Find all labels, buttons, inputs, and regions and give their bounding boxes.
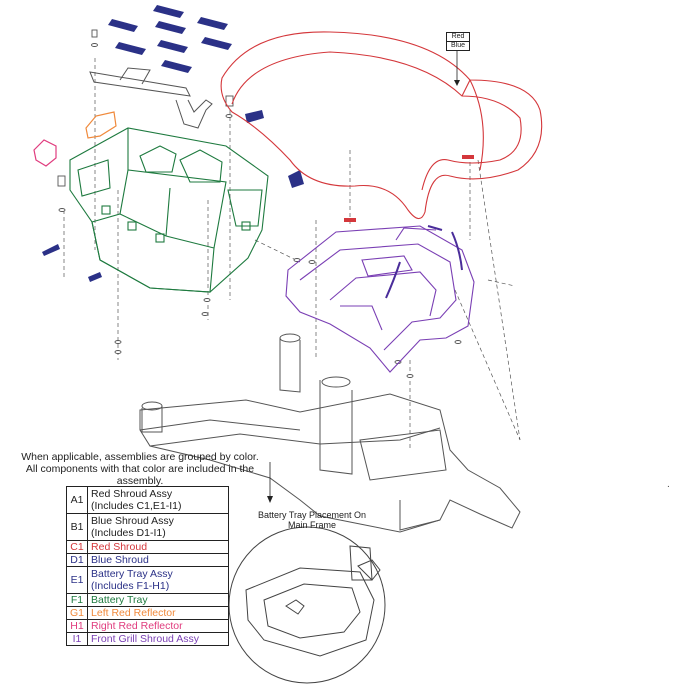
legend-code: B1 (65, 513, 89, 541)
callout-red-label: Red (447, 33, 469, 42)
legend-description-line: Front Grill Shroud Assy (91, 633, 199, 645)
fasteners (57, 29, 462, 378)
battery-tray (69, 127, 269, 293)
legend-description-line: Red Shroud Assy (91, 488, 173, 500)
legend-description-line: Blue Shroud Assy (91, 515, 174, 527)
legend-description: Red Shroud (87, 540, 230, 554)
legend-code: H1 (65, 619, 89, 633)
blue-pads (42, 5, 304, 282)
red-clips (344, 155, 474, 222)
callout-blue-label: Blue (450, 42, 465, 49)
legend-description-line: Right Red Reflector (91, 620, 183, 632)
legend-description-line: Battery Tray (91, 594, 148, 606)
legend-code: D1 (65, 553, 89, 567)
legend-description: Blue Shroud (87, 553, 230, 567)
assembly-guide-lines (63, 58, 521, 450)
legend-description: Front Grill Shroud Assy (87, 632, 230, 646)
legend-description: Red Shroud Assy(Includes C1,E1-I1) (87, 486, 230, 514)
inset-detail (228, 526, 386, 684)
legend-code: F1 (65, 593, 89, 607)
assembly-color-note: When applicable, assemblies are grouped … (21, 451, 259, 487)
inset-title: Battery Tray Placement On Main Frame (257, 510, 367, 530)
legend-code: I1 (65, 632, 89, 646)
legend-description: Right Red Reflector (87, 619, 230, 633)
legend-code: E1 (65, 566, 89, 594)
legend-description: Battery Tray Assy(Includes F1-H1) (87, 566, 230, 594)
legend-description-line: (Includes C1,E1-I1) (91, 500, 182, 512)
legend-description: Battery Tray (87, 593, 230, 607)
left-red-reflector (85, 111, 117, 139)
legend-code: G1 (65, 606, 89, 620)
legend-code: C1 (65, 540, 89, 554)
legend-description: Left Red Reflector (87, 606, 230, 620)
front-grill-shroud (285, 225, 475, 373)
red-shroud (220, 31, 543, 220)
mounting-bracket (89, 67, 213, 129)
purple-strips (385, 225, 463, 299)
stray-mark: . (667, 479, 670, 490)
color-callout: Red Blue (446, 32, 470, 51)
legend-description-line: (Includes F1-H1) (91, 580, 170, 592)
right-red-reflector (33, 139, 57, 167)
legend-description-line: Red Shroud (91, 541, 148, 553)
legend-description-line: Battery Tray Assy (91, 568, 173, 580)
main-frame (139, 333, 521, 533)
legend-description: Blue Shroud Assy(Includes D1-I1) (87, 513, 230, 541)
legend-description-line: (Includes D1-I1) (91, 527, 166, 539)
legend-description-line: Blue Shroud (91, 554, 149, 566)
legend-description-line: Left Red Reflector (91, 607, 176, 619)
legend-code: A1 (65, 486, 89, 514)
